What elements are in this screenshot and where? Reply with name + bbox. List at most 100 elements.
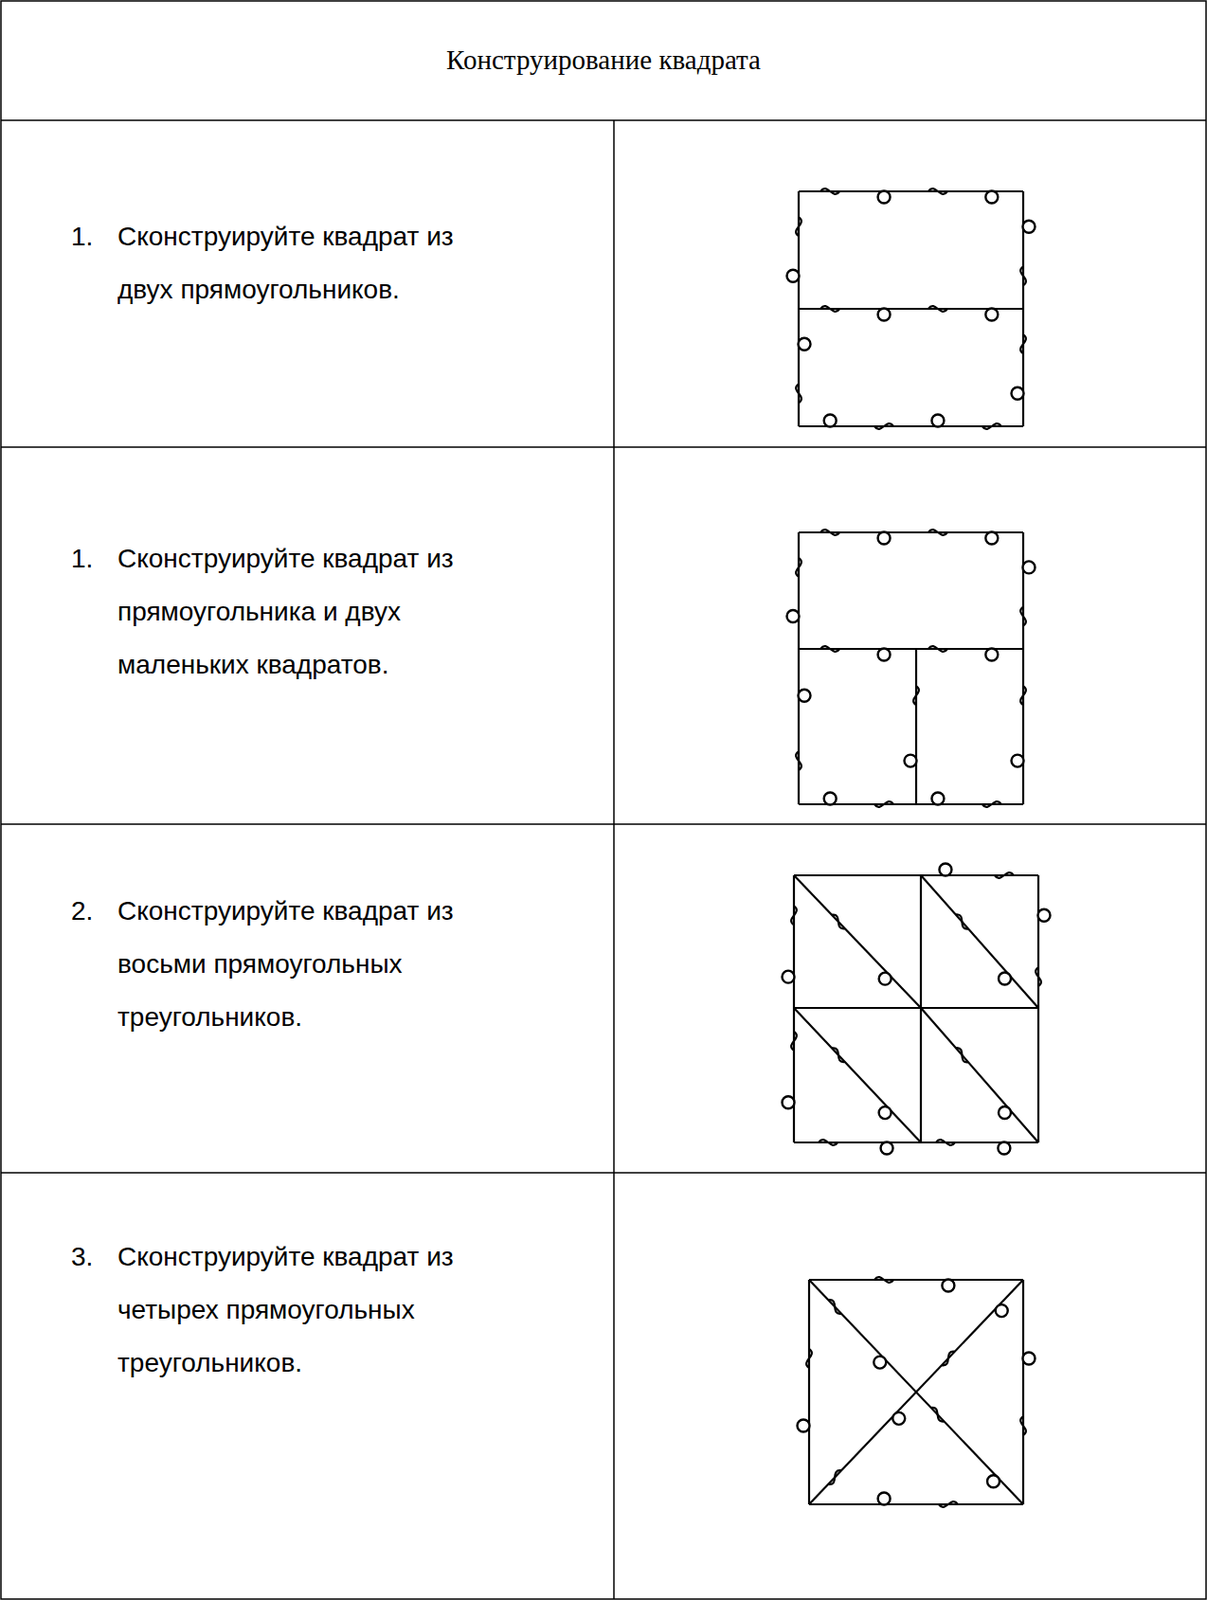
piece-knob bbox=[878, 648, 891, 662]
piece-tab bbox=[806, 1349, 812, 1369]
piece-edge bbox=[793, 1007, 1039, 1009]
piece-knob bbox=[878, 308, 891, 322]
piece-tab bbox=[874, 1277, 894, 1283]
piece-edge bbox=[1022, 1279, 1025, 1505]
piece-knob bbox=[879, 972, 892, 986]
piece-edge bbox=[1022, 308, 1025, 427]
piece-edge bbox=[809, 1279, 1024, 1505]
piece-tab bbox=[955, 914, 969, 929]
task-text: Сконструируйте квадрат из восьми прямоуг… bbox=[117, 884, 516, 1045]
piece-knob bbox=[892, 1412, 905, 1425]
piece-tab bbox=[874, 801, 894, 808]
piece-knob bbox=[878, 1493, 891, 1506]
item-number: 1. bbox=[71, 210, 119, 264]
piece-edge bbox=[808, 1279, 811, 1505]
piece-tab bbox=[1020, 334, 1027, 354]
piece-tab bbox=[795, 751, 802, 771]
piece-knob bbox=[931, 792, 944, 806]
piece-tab bbox=[931, 1407, 945, 1423]
piece-edge bbox=[797, 191, 800, 309]
piece-knob bbox=[938, 864, 952, 877]
piece-knob bbox=[798, 689, 811, 703]
item-number: 1. bbox=[71, 532, 119, 586]
task-text: Сконструируйте квадрат из двух прямоугол… bbox=[117, 210, 516, 317]
piece-tab bbox=[928, 188, 948, 195]
row-rule bbox=[0, 823, 1207, 826]
piece-edge bbox=[920, 875, 1039, 1009]
piece-tab bbox=[928, 646, 948, 652]
piece-tab bbox=[1035, 967, 1042, 987]
piece-knob bbox=[824, 792, 837, 806]
piece-edge bbox=[920, 1008, 1039, 1143]
piece-knob bbox=[881, 1142, 894, 1155]
piece-knob bbox=[985, 532, 998, 545]
piece-edge bbox=[797, 532, 800, 649]
piece-tab bbox=[795, 216, 802, 236]
piece-tab bbox=[874, 423, 894, 430]
piece-knob bbox=[987, 1475, 1000, 1488]
piece-tab bbox=[936, 1139, 955, 1146]
piece-knob bbox=[873, 1356, 886, 1370]
item-number: 3. bbox=[71, 1230, 119, 1284]
piece-knob bbox=[985, 191, 998, 204]
piece-tab bbox=[818, 1139, 838, 1146]
piece-tab bbox=[1020, 607, 1027, 627]
piece-tab bbox=[828, 1470, 842, 1485]
piece-knob bbox=[782, 1096, 795, 1109]
piece-tab bbox=[1020, 1416, 1027, 1436]
piece-edge bbox=[797, 308, 800, 427]
piece-tab bbox=[928, 306, 948, 312]
piece-knob bbox=[998, 972, 1011, 985]
row-rule bbox=[0, 446, 1207, 449]
piece-tab bbox=[928, 529, 948, 536]
piece-tab bbox=[938, 1501, 958, 1508]
piece-knob bbox=[798, 338, 811, 351]
piece-tab bbox=[795, 558, 802, 577]
piece-tab bbox=[982, 801, 1002, 808]
piece-knob bbox=[995, 1304, 1009, 1317]
piece-knob bbox=[985, 308, 998, 322]
piece-tab bbox=[820, 306, 840, 312]
piece-knob bbox=[787, 610, 800, 623]
row-rule bbox=[0, 119, 1207, 122]
piece-knob bbox=[1023, 220, 1036, 234]
piece-edge bbox=[809, 1279, 1024, 1505]
piece-knob bbox=[1011, 755, 1025, 768]
piece-knob bbox=[797, 1420, 811, 1433]
piece-edge bbox=[797, 648, 800, 805]
piece-knob bbox=[904, 755, 918, 768]
piece-tab bbox=[1020, 266, 1027, 286]
piece-edge bbox=[915, 648, 918, 805]
piece-tab bbox=[982, 423, 1002, 430]
piece-knob bbox=[998, 1106, 1011, 1119]
task-text: Сконструируйте квадрат из прямоугольника… bbox=[117, 532, 516, 692]
piece-knob bbox=[931, 414, 944, 428]
piece-tab bbox=[820, 646, 840, 652]
column-rule bbox=[612, 120, 615, 1600]
task-text: Сконструируйте квадрат из четырех прямоу… bbox=[117, 1230, 516, 1390]
piece-tab bbox=[791, 1031, 797, 1051]
piece-edge bbox=[809, 1279, 1024, 1281]
table-heading: Конструирование квадрата bbox=[9, 42, 1198, 77]
piece-knob bbox=[941, 1279, 955, 1293]
piece-knob bbox=[878, 191, 891, 204]
piece-tab bbox=[1020, 685, 1027, 705]
piece-tab bbox=[795, 383, 802, 403]
row-rule bbox=[0, 1171, 1207, 1174]
piece-knob bbox=[1023, 1351, 1036, 1365]
piece-edge bbox=[793, 875, 921, 1009]
piece-tab bbox=[820, 188, 840, 195]
piece-edge bbox=[809, 1503, 1024, 1506]
piece-tab bbox=[955, 1047, 969, 1063]
piece-knob bbox=[787, 270, 800, 283]
piece-knob bbox=[985, 648, 998, 662]
piece-edge bbox=[1022, 191, 1025, 309]
piece-edge bbox=[793, 1008, 921, 1143]
piece-knob bbox=[879, 1106, 892, 1119]
piece-tab bbox=[994, 872, 1014, 879]
piece-tab bbox=[831, 1047, 846, 1063]
piece-tab bbox=[831, 915, 846, 930]
piece-knob bbox=[1038, 909, 1051, 922]
